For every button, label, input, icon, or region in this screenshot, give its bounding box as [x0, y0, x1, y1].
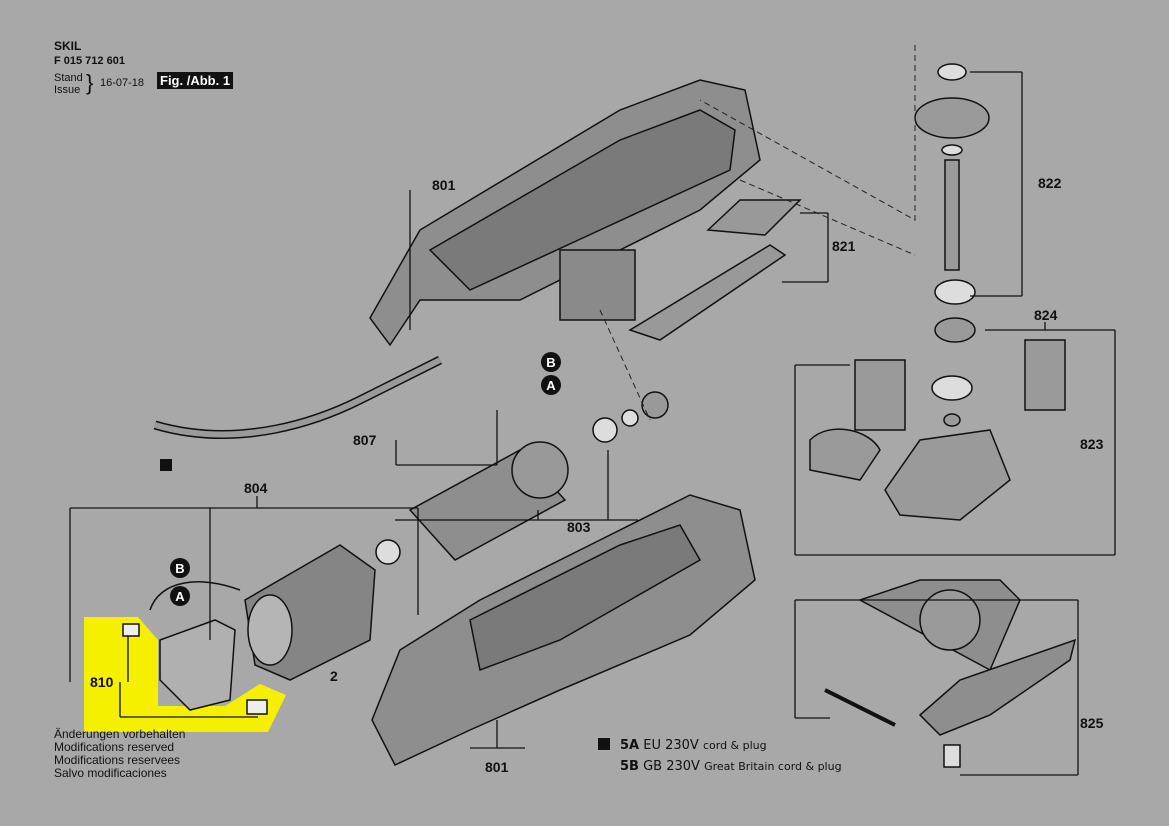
note-fr: Modifications reservees [54, 753, 181, 767]
callout-801-bottom: 801 [485, 759, 509, 775]
gear-shaft-part [914, 63, 990, 427]
legend-voltage: GB 230V [643, 759, 700, 774]
brand: SKIL [54, 39, 82, 53]
cord-marker-square [160, 459, 172, 471]
legend-voltage: EU 230V [643, 738, 699, 753]
callout-807: 807 [353, 432, 377, 448]
callout-804: 804 [244, 480, 268, 496]
callout-810: 810 [90, 674, 114, 690]
modifications-note: Änderungen vorbehalten Modifications res… [54, 728, 185, 780]
svg-text:A: A [546, 378, 556, 393]
legend-code: 5A [620, 738, 640, 753]
pad-holder-part [809, 339, 1066, 521]
cord-legend: 5A EU 230V cord & plug 5B GB 230V Great … [598, 735, 842, 777]
square-marker-icon [598, 738, 610, 750]
callout-2: 2 [330, 668, 338, 684]
figure-label: Fig. /Abb. 1 [157, 72, 234, 89]
issue-date: 16-07-18 [100, 77, 145, 89]
callout-825: 825 [1080, 715, 1104, 731]
lower-housing-part [371, 494, 756, 766]
sanding-pads-part [824, 579, 1077, 768]
assembly-axis-lines [599, 45, 916, 421]
svg-text:B: B [175, 561, 184, 576]
wire-marker-a-lower: A [170, 586, 190, 606]
callout-822: 822 [1038, 175, 1062, 191]
lever-part [628, 199, 802, 341]
legend-row-5b: 5B GB 230V Great Britain cord & plug [598, 756, 842, 777]
callout-823: 823 [1080, 436, 1104, 452]
callout-leader-lines [69, 71, 1116, 776]
svg-text:B: B [546, 355, 555, 370]
callout-801-top: 801 [432, 177, 456, 193]
legend-row-5a: 5A EU 230V cord & plug [598, 735, 842, 756]
armature-part [375, 391, 669, 565]
stand-label: Stand [54, 72, 83, 84]
legend-desc: Great Britain cord & plug [704, 760, 842, 773]
callout-821: 821 [832, 238, 856, 254]
svg-text:A: A [175, 589, 185, 604]
note-en: Modifications reserved [54, 740, 175, 754]
upper-housing-part [369, 79, 761, 347]
brush-highlight [84, 617, 286, 732]
note-de: Änderungen vorbehalten [54, 727, 186, 741]
issue-label: Issue [54, 84, 81, 96]
brace: } [86, 70, 94, 95]
brush-holder-part [122, 581, 268, 715]
callout-803: 803 [567, 519, 591, 535]
wire-marker-b-upper: B [541, 352, 561, 372]
part-number: F 015 712 601 [54, 55, 125, 67]
field-stator-part [244, 544, 376, 681]
wire-marker-a-upper: A [541, 375, 561, 395]
wire-marker-b-lower: B [170, 558, 190, 578]
legend-desc: cord & plug [702, 739, 767, 752]
note-es: Salvo modificaciones [54, 766, 167, 780]
callout-824: 824 [1034, 307, 1058, 323]
legend-code: 5B [620, 759, 639, 774]
switch-part [559, 249, 636, 321]
